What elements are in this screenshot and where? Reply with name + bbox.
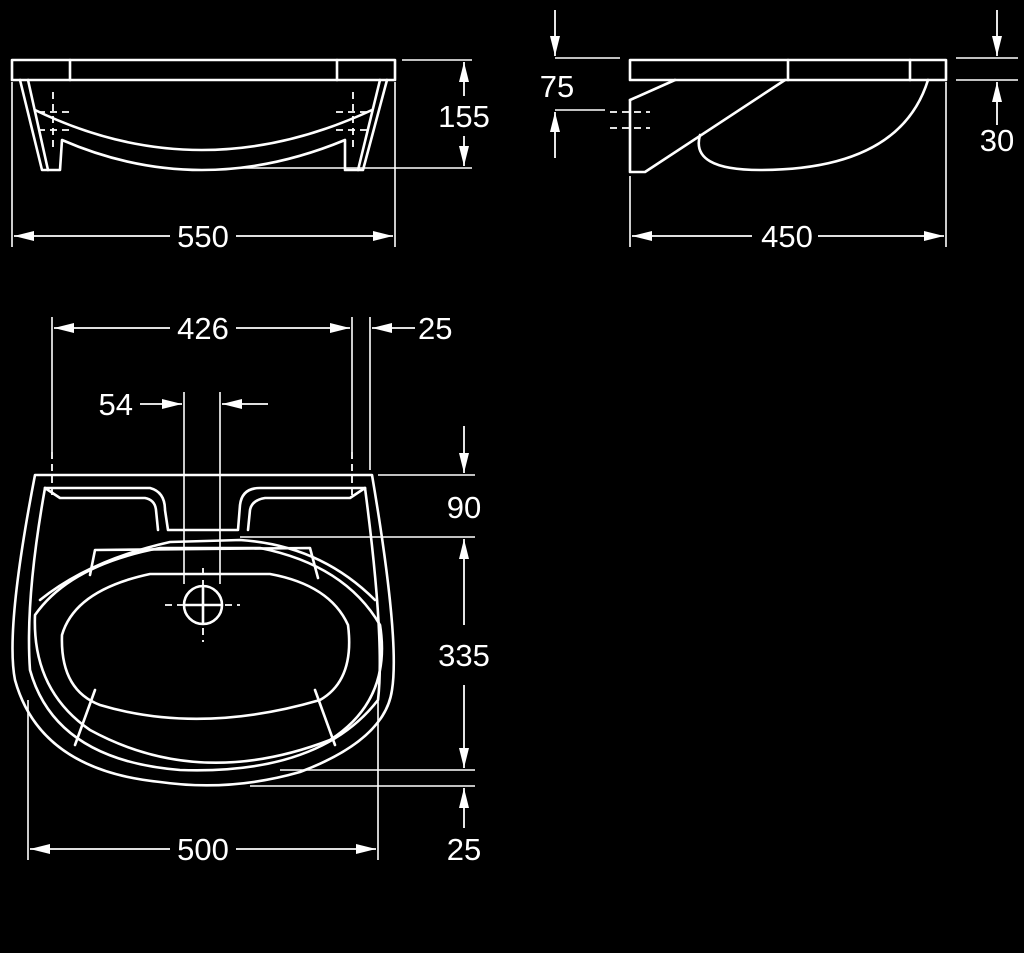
front-view: 155 550 (10, 58, 490, 254)
dimension-side-rim: 75 (540, 10, 620, 158)
plan-view: 426 25 54 90 335 (11, 311, 490, 867)
dimension-plan-width: 500 (27, 700, 379, 867)
dimension-front-offset: 25 (250, 785, 481, 867)
side-offset-label: 30 (980, 123, 1014, 158)
side-view-basin (610, 58, 948, 174)
back-ledge-label: 90 (447, 490, 481, 525)
dimension-edge-offset: 25 (369, 311, 452, 470)
dimension-back-ledge: 90 (240, 426, 481, 538)
dimension-fixing-centres: 426 (51, 311, 353, 452)
dimension-side-depth: 450 (629, 82, 947, 254)
dimension-side-offset: 30 (956, 10, 1018, 158)
side-rim-label: 75 (540, 69, 574, 104)
dimension-front-height: 155 (238, 59, 490, 169)
dimension-tap-hole: 54 (99, 387, 268, 584)
side-view: 75 30 450 (540, 10, 1018, 254)
front-offset-label: 25 (447, 832, 481, 867)
front-width-label: 550 (177, 219, 229, 254)
dimension-front-width: 550 (11, 82, 396, 254)
bowl-length-label: 335 (438, 638, 490, 673)
front-view-basin (10, 58, 397, 172)
fixing-centres-label: 426 (177, 311, 229, 346)
plan-view-basin (11, 452, 396, 787)
tap-hole-label: 54 (99, 387, 133, 422)
side-depth-label: 450 (761, 219, 813, 254)
dimension-bowl-length: 335 (280, 539, 490, 771)
plan-width-label: 500 (177, 832, 229, 867)
front-height-label: 155 (438, 99, 490, 134)
edge-offset-label: 25 (418, 311, 452, 346)
